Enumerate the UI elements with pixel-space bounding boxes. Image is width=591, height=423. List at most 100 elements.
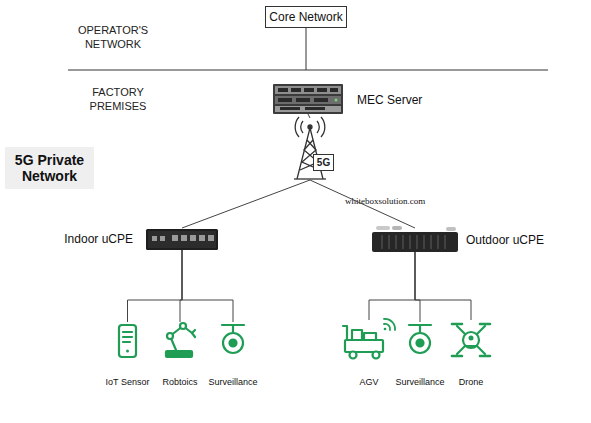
network-title-box: 5G Private Network	[5, 147, 94, 189]
node-text: AGV	[359, 377, 378, 387]
outdoor-ucpe-image-part	[392, 226, 402, 230]
base-station-tower: 5G	[284, 118, 336, 180]
indoor-ucpe-image-part-part	[160, 236, 165, 241]
agv-icon-part	[352, 330, 362, 340]
connector-line	[180, 250, 182, 322]
surveillance-icon-part	[410, 333, 430, 353]
iot-sensor-device: IoT Sensor	[116, 322, 139, 360]
mec-server: MEC Server	[273, 84, 343, 114]
surveillance-device: Surveillance	[219, 322, 247, 360]
surveillance-icon-part	[222, 325, 244, 332]
server-image-part	[275, 86, 341, 94]
outdoor-ucpe-image-part-part	[382, 235, 445, 249]
server-image-part	[275, 96, 341, 104]
indoor-ucpe-image-part-part	[181, 235, 187, 241]
network-boundary-part	[68, 70, 548, 71]
indoor-ucpe-image-part	[152, 235, 214, 241]
network-boundary-part	[306, 28, 307, 70]
node-text: 5G	[313, 154, 334, 171]
robotics-icon-part	[180, 323, 186, 329]
surveillance-device: Surveillance	[406, 322, 434, 360]
node-text: Surveillance	[208, 377, 257, 387]
outdoor-ucpe: Outdoor uCPE	[372, 228, 458, 252]
connector-line	[369, 252, 415, 320]
node-text: MEC Server	[357, 93, 422, 107]
indoor-ucpe-image-part-part	[208, 235, 214, 241]
outdoor-ucpe-image-part	[446, 227, 456, 231]
surveillance-icon-part	[409, 325, 431, 332]
surveillance-icon-part	[230, 340, 237, 347]
tower-image-part	[295, 117, 325, 137]
surveillance-icon	[222, 325, 244, 353]
outdoor-ucpe-image-part	[382, 235, 445, 249]
robotics-device: Robtoics	[163, 322, 197, 360]
core-network-box: Core Network	[265, 6, 347, 28]
server-image-part-part	[296, 98, 310, 102]
drone-icon-part	[469, 336, 474, 341]
tower-image-part	[308, 125, 312, 129]
zone-label: OPERATOR'S NETWORK	[68, 23, 158, 51]
robotics-icon	[166, 323, 195, 357]
connector-line	[128, 250, 183, 322]
tower-image-part	[294, 178, 326, 179]
connector-line	[308, 114, 310, 118]
zone-label: FACTORY PREMISES	[74, 85, 162, 113]
drone-device: Drone	[450, 320, 492, 360]
agv-icon-part	[343, 326, 347, 340]
outdoor-ucpe-image-part	[376, 226, 390, 230]
server-image-part-part	[280, 107, 300, 110]
server-image-part-part	[314, 98, 328, 102]
agv-icon-part	[384, 328, 387, 331]
surveillance-icon-part	[417, 340, 424, 347]
node-text: Surveillance	[395, 377, 444, 387]
connector-line	[415, 252, 420, 322]
agv-icon-part	[373, 352, 380, 359]
agv-icon-part	[350, 352, 357, 359]
drone-icon-part	[457, 326, 485, 354]
connector-line	[182, 250, 233, 322]
robotics-icon-part	[192, 330, 195, 337]
node-text: Drone	[459, 377, 484, 387]
agv-device: AGV	[342, 320, 396, 360]
server-image-part-part	[278, 98, 292, 102]
agv-icon-part	[345, 340, 383, 352]
agv-icon-part	[364, 333, 376, 340]
robotics-icon-part	[167, 333, 173, 339]
agv-icon-part	[384, 319, 395, 330]
surveillance-icon-part	[223, 333, 243, 353]
drone-icon	[452, 324, 490, 356]
iot-sensor-icon	[119, 325, 136, 357]
indoor-ucpe-image-part	[146, 229, 218, 250]
indoor-ucpe-image-part-part	[152, 236, 157, 241]
watermark: whiteboxsolution.com	[345, 196, 425, 206]
indoor-ucpe-image-part	[148, 231, 216, 248]
robotics-icon-part	[166, 351, 192, 357]
device-icons	[119, 319, 490, 359]
server-image-part	[273, 84, 343, 114]
agv-icon	[343, 319, 395, 359]
node-text: Robtoics	[162, 377, 197, 387]
iot-sensor-icon-part	[119, 325, 136, 357]
server-image-part	[335, 99, 338, 102]
outdoor-ucpe-image-part	[372, 232, 458, 252]
server-image-part-part	[291, 88, 301, 92]
node-text: IoT Sensor	[106, 377, 150, 387]
indoor-ucpe: Indoor uCPE	[146, 228, 218, 250]
drone-icon-part	[452, 324, 490, 356]
server-image-part-part	[317, 88, 327, 92]
surveillance-icon	[409, 325, 431, 353]
outdoor-ucpe-image	[372, 226, 458, 252]
server-image-part	[278, 88, 338, 110]
connector-line	[182, 180, 310, 228]
connector-line	[415, 252, 471, 320]
server-image-part-part	[304, 88, 314, 92]
server-image-part-part	[305, 107, 325, 110]
node-text: Indoor uCPE	[64, 232, 133, 246]
indoor-ucpe-image	[146, 229, 218, 250]
node-text: 5G Private Network	[5, 147, 94, 189]
node-text: Outdoor uCPE	[466, 233, 544, 247]
server-image	[273, 84, 343, 114]
server-image-part-part	[330, 88, 338, 92]
